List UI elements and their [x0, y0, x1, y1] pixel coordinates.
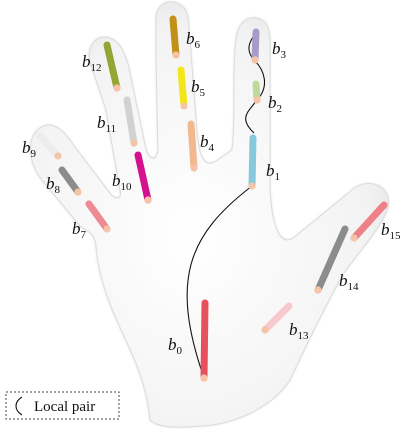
- bone-b4: [191, 124, 194, 168]
- joint-b6: [172, 51, 179, 58]
- bone-b0: [204, 303, 205, 378]
- joint-b4: [190, 164, 197, 171]
- joint-b7: [103, 225, 110, 232]
- joint-b14: [314, 286, 321, 293]
- joint-b2: [253, 96, 260, 103]
- joint-b8: [74, 188, 81, 195]
- label-b1: b1: [266, 161, 280, 183]
- label-b15: b15: [381, 220, 401, 242]
- joint-b1: [248, 182, 255, 189]
- joint-b10: [144, 196, 151, 203]
- joint-b11: [130, 139, 137, 146]
- label-b5: b5: [191, 77, 206, 99]
- label-b4: b4: [200, 132, 215, 154]
- joint-b15: [350, 234, 357, 241]
- legend: Local pair: [6, 392, 119, 419]
- legend-label: Local pair: [34, 399, 95, 415]
- bone-b6: [173, 19, 176, 55]
- bone-b5: [181, 70, 184, 106]
- label-b2: b2: [268, 93, 282, 115]
- label-b3: b3: [272, 39, 287, 61]
- joint-b12: [113, 84, 120, 91]
- joint-b0: [200, 374, 207, 381]
- bone-b1: [252, 138, 253, 186]
- label-b14: b14: [339, 271, 359, 293]
- joint-b9: [54, 152, 61, 159]
- joint-b5: [180, 102, 187, 109]
- joint-b3: [251, 56, 258, 63]
- bone-b3: [255, 32, 256, 60]
- label-b6: b6: [186, 29, 201, 51]
- joint-b13: [261, 326, 268, 333]
